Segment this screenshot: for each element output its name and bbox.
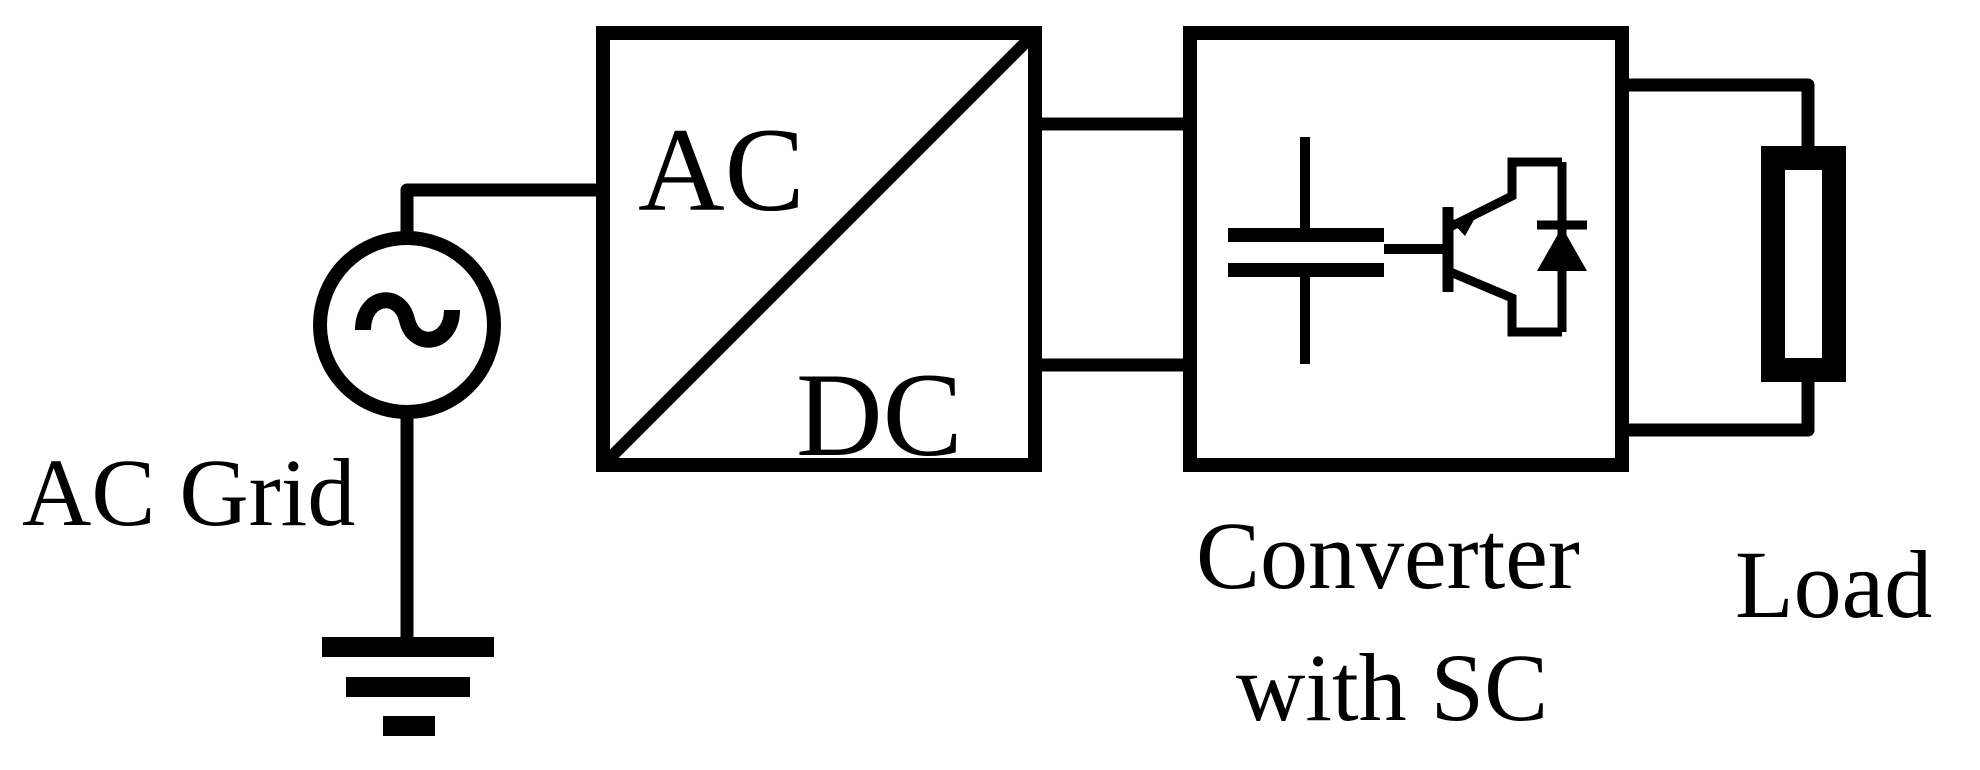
load-label: Load bbox=[1735, 531, 1932, 638]
ac-grid-label: AC Grid bbox=[22, 439, 355, 546]
sc-converter-block bbox=[1183, 26, 1629, 472]
converter-label-line2: with SC bbox=[1236, 634, 1548, 741]
rectifier-ac-label: AC bbox=[638, 103, 805, 236]
rectifier-dc-label: DC bbox=[796, 348, 963, 481]
load-wire-top bbox=[1615, 78, 1815, 155]
load-wire-bottom bbox=[1615, 365, 1815, 437]
capacitor-icon bbox=[1228, 137, 1448, 364]
converter-label-line1: Converter bbox=[1196, 502, 1580, 609]
ground-icon bbox=[322, 637, 494, 736]
diode-icon bbox=[1537, 162, 1587, 332]
resistor-icon bbox=[1761, 146, 1846, 382]
grid-wire bbox=[400, 183, 610, 245]
ac-source-icon bbox=[313, 231, 501, 419]
igbt-icon bbox=[1442, 157, 1562, 337]
ac-dc-converter-block bbox=[596, 26, 1042, 472]
